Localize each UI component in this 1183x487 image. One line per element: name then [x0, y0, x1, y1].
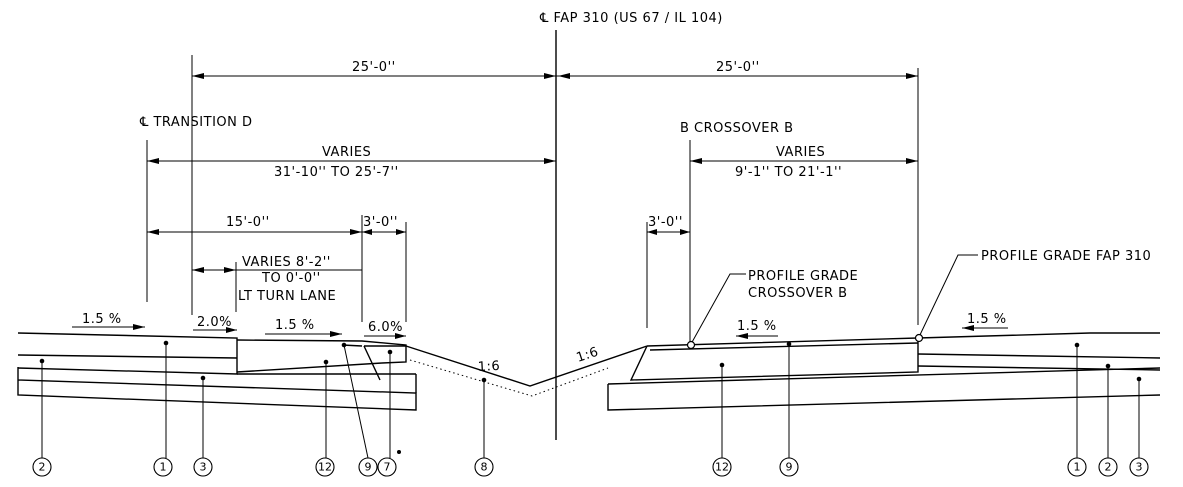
- profile-point-fap: [914, 333, 924, 343]
- svg-text:2: 2: [39, 461, 46, 474]
- profile-grade-crossover-2: CROSSOVER B: [748, 286, 848, 301]
- callout-6: 7: [377, 457, 397, 477]
- slope-4: 6.0%: [368, 320, 403, 335]
- svg-text:1: 1: [160, 461, 167, 474]
- callout-2: 1: [153, 457, 173, 477]
- varies-left-1: VARIES: [322, 145, 371, 160]
- profile-grade-fap-leader: [918, 254, 978, 338]
- callout-9: 9: [779, 457, 799, 477]
- profile-grade-fap: PROFILE GRADE FAP 310: [981, 249, 1151, 264]
- slope-7: 1.5 %: [737, 319, 777, 334]
- slope-8: 1.5 %: [967, 312, 1007, 327]
- svg-text:9: 9: [365, 461, 372, 474]
- svg-text:12: 12: [715, 461, 729, 474]
- svg-text:1: 1: [1074, 461, 1081, 474]
- crossover-label: B CROSSOVER B: [680, 121, 794, 136]
- varies-left-2: 31'-10'' TO 25'-7'': [274, 165, 399, 180]
- svg-text:7: 7: [384, 461, 391, 474]
- callout-8: 12: [712, 457, 732, 477]
- svg-text:8: 8: [481, 461, 488, 474]
- svg-text:9: 9: [786, 461, 793, 474]
- slope-6: 1:6: [575, 345, 601, 366]
- dim-left-25: 25'-0'': [352, 60, 396, 75]
- svg-text:2: 2: [1105, 461, 1112, 474]
- left-pavement: [17, 332, 417, 411]
- dim-right-25: 25'-0'': [716, 60, 760, 75]
- slope-1: 1.5 %: [82, 312, 122, 327]
- varies-turn-1: VARIES 8'-2'': [242, 255, 331, 270]
- varies-turn-3: LT TURN LANE: [238, 289, 336, 304]
- callout-10: 1: [1067, 457, 1087, 477]
- callout-11: 2: [1098, 457, 1118, 477]
- varies-right-2: 9'-1'' TO 21'-1'': [735, 165, 842, 180]
- callout-12: 3: [1129, 457, 1149, 477]
- slope-2: 2.0%: [197, 315, 232, 330]
- transition-label: ℄ TRANSITION D: [139, 115, 253, 130]
- callout-3: 3: [193, 457, 213, 477]
- callout-5: 9: [358, 457, 378, 477]
- callout-4: 12: [315, 457, 335, 477]
- varies-right-1: VARIES: [776, 145, 825, 160]
- svg-text:3: 3: [1136, 461, 1143, 474]
- slope-3: 1.5 %: [275, 318, 315, 333]
- right-pavement: [607, 332, 1161, 411]
- svg-text:12: 12: [318, 461, 332, 474]
- callout-1: 2: [32, 457, 52, 477]
- svg-text:3: 3: [200, 461, 207, 474]
- profile-grade-crossover-1: PROFILE GRADE: [748, 269, 858, 284]
- dim-3-right: 3'-0'': [648, 215, 683, 230]
- dim-3-left: 3'-0'': [363, 215, 398, 230]
- varies-turn-2: TO 0'-0'': [261, 271, 321, 286]
- profile-grade-crossover-leader: [690, 273, 746, 345]
- profile-point-crossover: [686, 340, 696, 350]
- dim-15: 15'-0'': [226, 215, 270, 230]
- callout-7: 8: [474, 457, 494, 477]
- main-centerline-label: ℄ FAP 310 (US 67 / IL 104): [539, 11, 723, 26]
- median-ditch: [405, 345, 648, 397]
- callout-bubbles: 2 1 3 12 9 7 8 12 9 1 2 3: [32, 457, 1149, 477]
- callout-leaders: [39, 340, 1142, 459]
